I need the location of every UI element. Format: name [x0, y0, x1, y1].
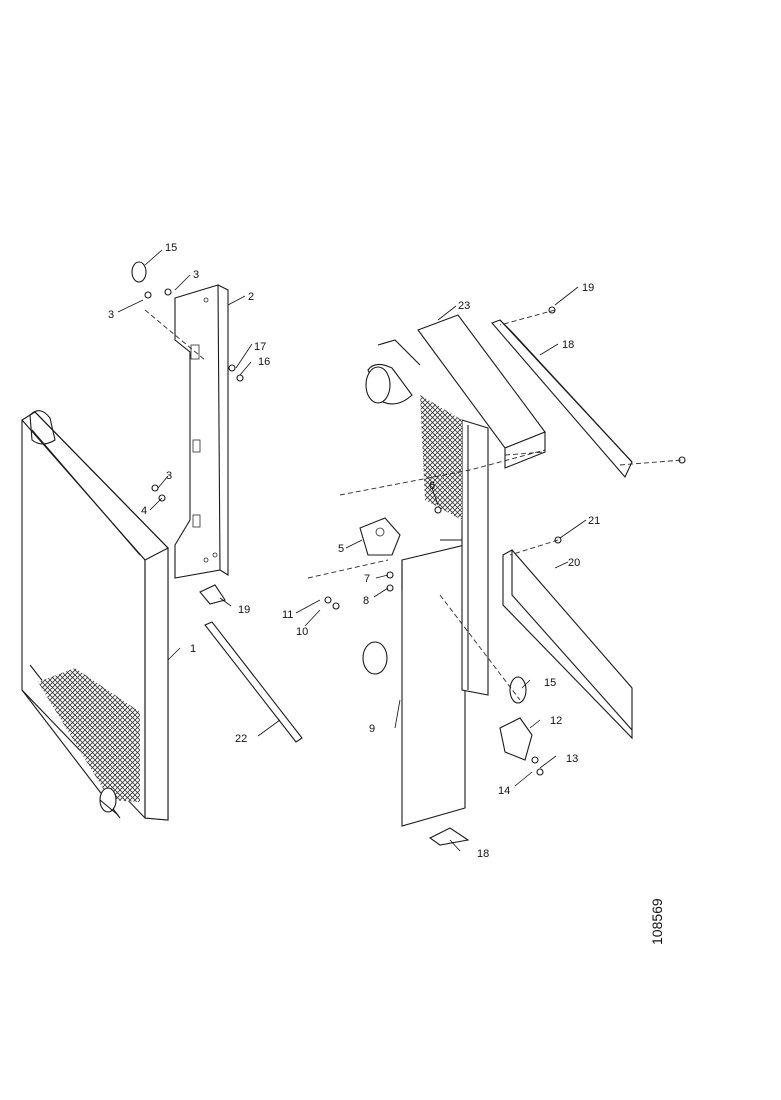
callout-16: 16 — [258, 356, 270, 368]
callout-14: 14 — [498, 785, 510, 797]
callout-13: 13 — [566, 753, 578, 765]
bracket-foot-18 — [428, 827, 470, 846]
callout-3a: 3 — [108, 309, 114, 321]
radiator-mesh — [38, 668, 140, 802]
drawing-number: 108569 — [649, 898, 665, 945]
bracket-12 — [499, 717, 533, 761]
callout-3b: 3 — [193, 269, 199, 281]
callout-19b: 19 — [582, 282, 594, 294]
callout-7: 7 — [364, 573, 370, 585]
callout-9: 9 — [369, 723, 375, 735]
callout-10: 10 — [296, 626, 308, 638]
callout-23: 23 — [458, 300, 470, 312]
gasket-15-upper — [131, 261, 147, 283]
callout-1: 1 — [190, 643, 196, 655]
side-bracket-left — [174, 284, 229, 579]
lower-plate — [502, 549, 633, 740]
radiator-core — [21, 410, 169, 821]
callout-22: 22 — [235, 733, 247, 745]
callout-19a: 19 — [238, 604, 250, 616]
callout-11: 11 — [282, 609, 293, 621]
callout-2: 2 — [248, 291, 254, 303]
shroud-center — [362, 539, 472, 827]
leader-lines — [117, 249, 587, 852]
callout-4: 4 — [141, 505, 147, 517]
callout-20: 20 — [568, 557, 580, 569]
callout-17: 17 — [254, 341, 266, 353]
callout-3c: 3 — [166, 470, 172, 482]
callout-18b: 18 — [477, 848, 489, 860]
callout-8: 8 — [363, 595, 369, 607]
callout-21: 21 — [588, 515, 600, 527]
alignment-lines — [144, 309, 683, 701]
callout-6: 6 — [429, 480, 435, 492]
shroud-upper — [365, 314, 546, 696]
callout-15a: 15 — [165, 242, 177, 254]
callout-12: 12 — [550, 715, 562, 727]
callout-15b: 15 — [544, 677, 556, 689]
gasket-15-lower — [509, 676, 527, 704]
stay-rod — [204, 621, 303, 743]
fasteners — [144, 288, 686, 776]
callout-18a: 18 — [562, 339, 574, 351]
callout-5: 5 — [338, 543, 344, 555]
bracket-foot-19 — [199, 584, 226, 605]
callouts: 1 2 3 3 3 4 5 6 7 8 9 10 11 12 13 14 15 … — [108, 242, 600, 860]
bracket-mount-5 — [359, 517, 401, 556]
